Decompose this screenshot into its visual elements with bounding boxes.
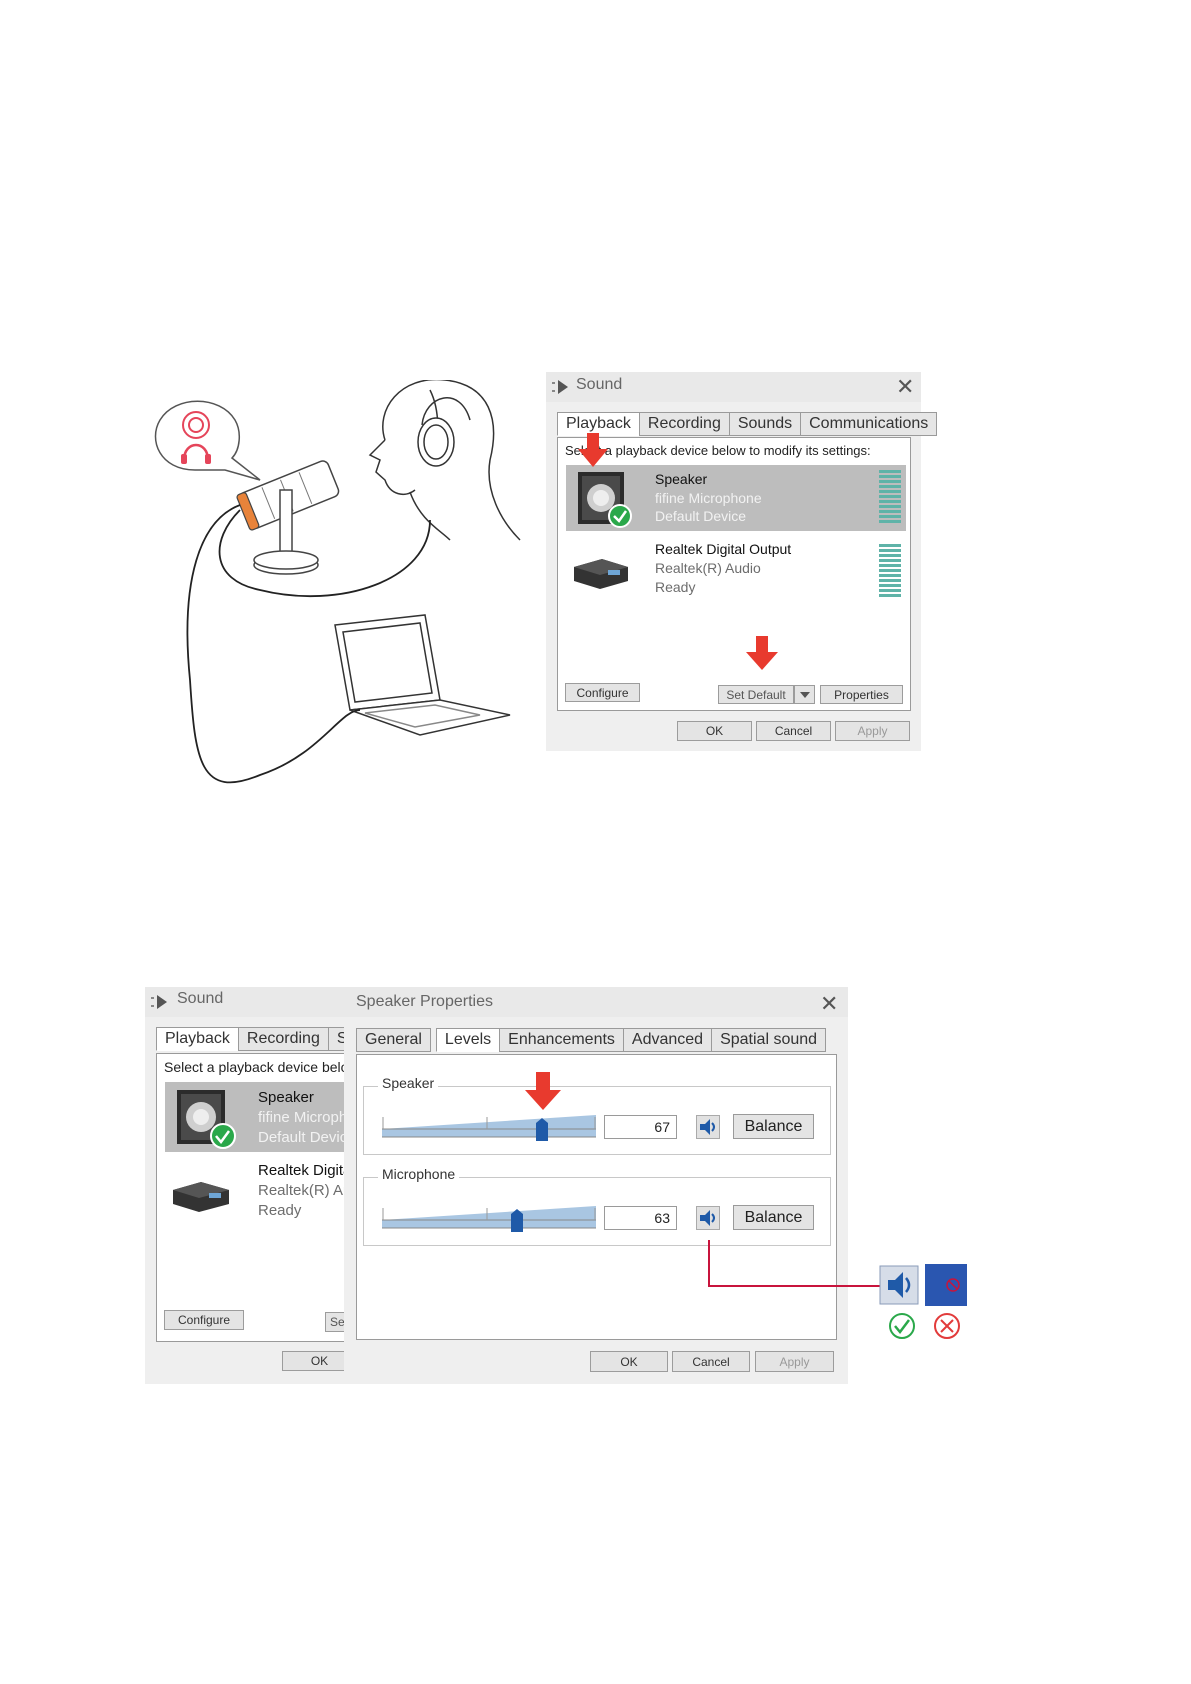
tab-recording[interactable]: Recording (638, 412, 730, 436)
instruction-text: Select a playback device below to modify… (164, 1059, 350, 1075)
speaker-level-label: Speaker (378, 1075, 439, 1091)
device-name: Speaker (258, 1089, 314, 1106)
chevron-down-icon[interactable] (794, 685, 815, 704)
close-icon[interactable]: ✕ (820, 991, 839, 1016)
speaker-level-group (363, 1086, 831, 1155)
laptop-illustration (334, 614, 511, 736)
microphone-volume-slider[interactable] (382, 1198, 597, 1232)
red-arrow-icon (525, 1072, 561, 1110)
tab-general[interactable]: General (356, 1028, 431, 1052)
device-description: fifine Microphone (258, 1109, 350, 1126)
device-name: Speaker (655, 471, 708, 487)
microphone-level-group (363, 1177, 831, 1246)
microphone-level-value[interactable]: 63 (604, 1206, 677, 1230)
configure-button[interactable]: Configure (164, 1310, 244, 1330)
slider-thumb[interactable] (536, 1118, 548, 1141)
device-description: Realtek(R) Audio (258, 1182, 350, 1199)
instruction-text: Select a playback device below to modify… (565, 443, 871, 458)
tab-spatial-sound[interactable]: Spatial sound (711, 1028, 827, 1052)
tab-advanced[interactable]: Advanced (622, 1028, 713, 1052)
playback-panel: Select a playback device below to modify… (557, 437, 911, 711)
ok-button[interactable]: OK (282, 1351, 350, 1371)
microphone-level-label: Microphone (378, 1166, 460, 1182)
device-name: Realtek Digital Output (258, 1162, 350, 1179)
tab-playback[interactable]: Playback (156, 1027, 239, 1051)
tab-recording[interactable]: Recording (237, 1027, 329, 1051)
speaker-level-value[interactable]: 67 (604, 1115, 677, 1139)
close-icon[interactable]: ✕ (896, 374, 915, 399)
speaker-device-icon (177, 1090, 236, 1149)
microphone-illustration (236, 460, 340, 575)
digital-output-device-icon (173, 1182, 229, 1212)
device-status: Default Device (655, 508, 747, 524)
sound-app-icon (552, 380, 568, 394)
device-status: Ready (655, 579, 696, 595)
cancel-button[interactable]: Cancel (756, 721, 831, 741)
cancel-button[interactable]: Cancel (672, 1351, 750, 1372)
level-meter (879, 470, 901, 525)
speaker-properties-title: Speaker Properties (356, 993, 493, 1010)
tab-communications[interactable]: Communications (800, 412, 938, 436)
speaker-properties-dialog: Speaker Properties ✕ General Levels Enha… (344, 987, 848, 1384)
speaker-properties-titlebar: Speaker Properties ✕ (344, 987, 848, 1017)
levels-panel: Speaker 67 Balance Microphone 63 Balance (356, 1054, 837, 1340)
person-with-headphones-illustration (368, 380, 521, 541)
microphone-balance-button[interactable]: Balance (733, 1205, 814, 1230)
microphone-mute-icon[interactable] (696, 1206, 720, 1230)
tab-levels[interactable]: Levels (435, 1028, 501, 1052)
setup-illustration (154, 380, 521, 784)
digital-output-device-icon (574, 559, 628, 589)
sound-app-icon (151, 995, 167, 1009)
sound-dialog-title: Sound (177, 990, 224, 1007)
port-callout-bubble (154, 400, 261, 481)
level-meter (879, 544, 901, 599)
slider-thumb[interactable] (511, 1209, 523, 1232)
device-description: Realtek(R) Audio (655, 560, 761, 576)
sound-dialog-titlebar: Sound (145, 987, 350, 1017)
device-name: Realtek Digital Output (655, 541, 792, 557)
playback-panel: Select a playback device below to modify… (156, 1053, 350, 1342)
apply-button[interactable]: Apply (835, 721, 910, 741)
tab-sounds[interactable]: Sounds (728, 412, 802, 436)
set-default-button[interactable]: Set Default (718, 685, 794, 704)
tab-playback[interactable]: Playback (557, 412, 640, 436)
tab-enhancements[interactable]: Enhancements (499, 1028, 624, 1052)
sound-dialog-titlebar: Sound ✕ (546, 372, 921, 402)
apply-button[interactable]: Apply (755, 1351, 834, 1372)
sound-dialog: Sound ✕ Playback Recording Sounds Commun… (546, 372, 938, 751)
configure-button[interactable]: Configure (565, 683, 640, 702)
device-status: Default Device (258, 1129, 350, 1146)
device-description: fifine Microphone (655, 490, 762, 506)
properties-button[interactable]: Properties (820, 685, 903, 704)
ok-button[interactable]: OK (677, 721, 752, 741)
mute-state-callout (708, 1240, 967, 1339)
speaker-mute-icon[interactable] (696, 1115, 720, 1139)
ok-button[interactable]: OK (590, 1351, 668, 1372)
speaker-balance-button[interactable]: Balance (733, 1114, 814, 1139)
red-arrow-icon (746, 636, 778, 670)
sound-dialog-title: Sound (576, 376, 623, 393)
sound-dialog-background: Sound Playback Recording Sounds Select a… (145, 987, 350, 1384)
cable-headphone (218, 509, 431, 598)
speaker-device-icon (578, 472, 632, 528)
red-arrow-icon (578, 433, 608, 467)
speaker-volume-slider[interactable] (382, 1107, 597, 1141)
cable-mic-to-laptop (186, 504, 361, 784)
device-status: Ready (258, 1202, 302, 1219)
